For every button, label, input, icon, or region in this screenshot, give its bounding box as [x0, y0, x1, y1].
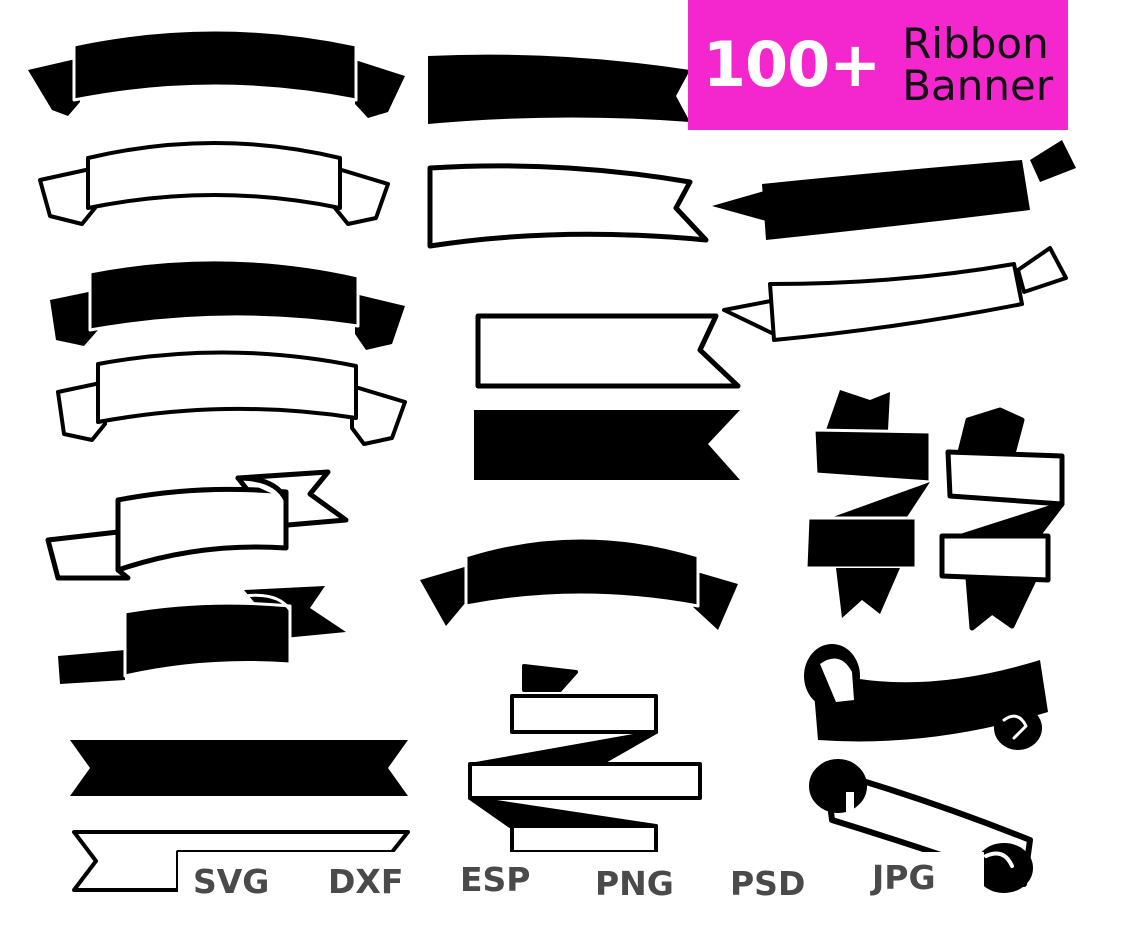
format-label-psd: PSD [730, 864, 806, 903]
title-count: 100+ [702, 28, 881, 101]
ribbon-banner-tilted-solid [712, 140, 1076, 240]
ribbon-flag-rect-outline [475, 313, 741, 389]
ribbon-banner-straight-solid [70, 740, 408, 796]
format-label-png: PNG [595, 864, 674, 903]
ribbon-banner-arched-outline [38, 141, 390, 226]
ribbon-banner-tilted-outline [722, 246, 1068, 342]
ribbon-banner-arched-center [420, 536, 738, 630]
ribbon-banner-curled-solid [58, 586, 346, 684]
ribbon-flag-rect-solid [474, 410, 740, 480]
format-label-svg: SVG [193, 862, 270, 901]
title-words: Ribbon Banner [902, 23, 1053, 107]
ribbon-banner-wavy-outline [56, 350, 407, 446]
format-label-jpg: JPG [872, 858, 936, 897]
title-badge: 100+ Ribbon Banner [688, 0, 1068, 130]
ribbon-banner-arched-solid [28, 28, 405, 118]
title-box-background [688, 0, 1068, 130]
title-line-ribbon: Ribbon [902, 19, 1049, 68]
format-label-dxf: DXF [328, 862, 404, 901]
ribbon-zigzag-sketch [468, 664, 702, 854]
title-line-banner: Banner [902, 61, 1054, 110]
ribbon-flag-solid [428, 54, 690, 124]
ribbon-banner-wavy-solid [50, 258, 405, 350]
format-label-esp: ESP [460, 860, 531, 899]
ribbon-zigzag-solid [804, 390, 932, 618]
ribbon-banner-curled-outline [45, 469, 349, 581]
ribbon-zigzag-outline [939, 407, 1065, 631]
ribbon-flag-outline [427, 163, 709, 249]
ribbon-scroll-solid [804, 644, 1048, 750]
